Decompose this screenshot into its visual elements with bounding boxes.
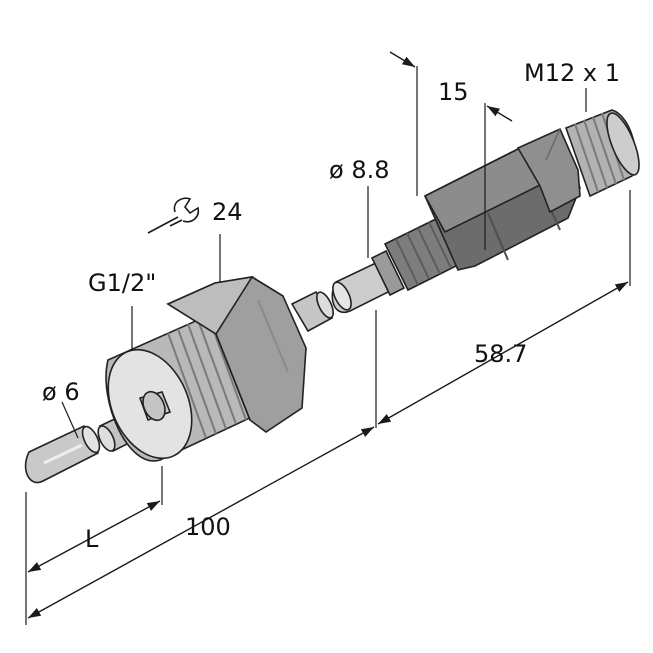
dimension-lines (25, 51, 631, 625)
label-diameter-8-8: ø 8.8 (329, 156, 389, 184)
probe-tip (24, 424, 101, 484)
label-diameter-6: ø 6 (42, 378, 80, 406)
label-58-7: 58.7 (474, 340, 527, 368)
label-g1-2: G1/2" (88, 269, 156, 297)
m12-connector (564, 109, 640, 198)
label-m12x1: M12 x 1 (524, 59, 620, 87)
label-15: 15 (438, 78, 469, 106)
label-100: 100 (185, 513, 231, 541)
label-L: L (85, 525, 99, 553)
sensor-housing (331, 127, 581, 314)
housing-ribs (395, 221, 452, 286)
probe-rod-middle (290, 290, 334, 333)
wrench-icon (147, 197, 200, 234)
label-wrench-24: 24 (212, 198, 243, 226)
